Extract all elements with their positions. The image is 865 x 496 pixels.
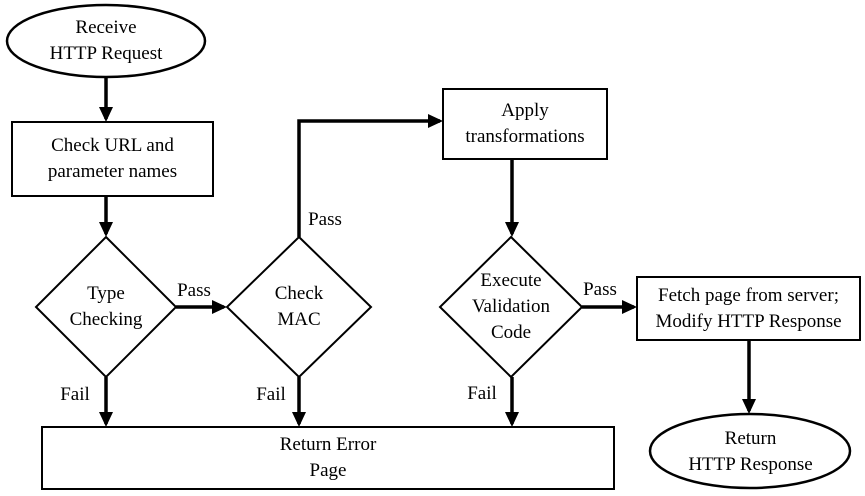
apply-transformations-node — [442, 88, 608, 160]
check-url-node — [11, 121, 214, 197]
execute-validation-decision-node — [438, 235, 584, 379]
return-http-response-node — [648, 412, 852, 490]
edge-check-mac-pass-to-apply-transformations — [297, 114, 443, 237]
receive-http-request-node — [5, 3, 207, 79]
return-error-page-node — [41, 426, 615, 490]
type-checking-decision-node — [34, 235, 178, 379]
check-mac-decision-node — [225, 235, 373, 379]
fetch-page-node — [636, 276, 861, 341]
